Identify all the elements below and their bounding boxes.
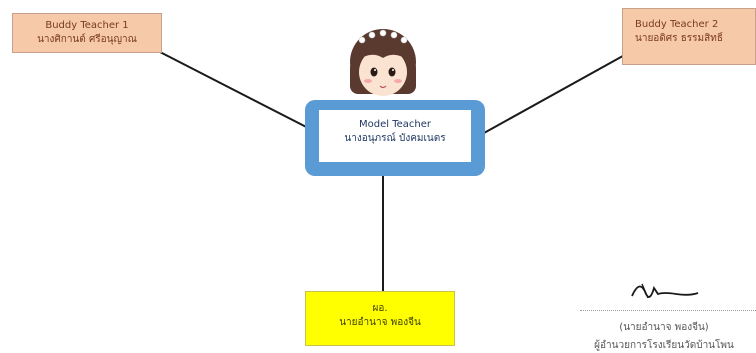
buddy-teacher-1-name: นางศิกานต์ ศรีอนุญาณ xyxy=(37,33,137,45)
buddy-teacher-2-title: Buddy Teacher 2 xyxy=(635,19,719,30)
girl-avatar-icon xyxy=(350,29,416,96)
signature-line xyxy=(580,310,756,311)
model-teacher-title: Model Teacher xyxy=(359,119,431,130)
buddy-teacher-1-box: Buddy Teacher 1 นางศิกานต์ ศรีอนุญาณ xyxy=(12,13,162,53)
signature-position: ผู้อำนวยการโรงเรียนวัดบ้านโพน xyxy=(594,340,734,351)
model-teacher-name: นางอนุภรณ์ บังคมเนตร xyxy=(344,132,446,144)
director-title: ผอ. xyxy=(372,303,388,314)
buddy-teacher-2-name: นายอดิศร ธรรมสิทธิ์ xyxy=(635,32,723,44)
director-name: นายอำนาจ พองจีน xyxy=(339,316,421,328)
model-teacher-box: Model Teacher นางอนุภรณ์ บังคมเนตร xyxy=(319,110,471,162)
signature-scribble-icon xyxy=(631,283,699,299)
director-box: ผอ. นายอำนาจ พองจีน xyxy=(305,291,455,346)
signature-block: (นายอำนาจ พองจีน) ผู้อำนวยการโรงเรียนวัด… xyxy=(572,272,756,351)
buddy-teacher-2-box: Buddy Teacher 2 นายอดิศร ธรรมสิทธิ์ xyxy=(622,8,756,65)
connector-buddy1-model xyxy=(159,51,319,134)
buddy-teacher-1-title: Buddy Teacher 1 xyxy=(45,20,129,31)
connector-buddy2-model xyxy=(483,51,631,134)
signature-name: (นายอำนาจ พองจีน) xyxy=(619,322,709,333)
